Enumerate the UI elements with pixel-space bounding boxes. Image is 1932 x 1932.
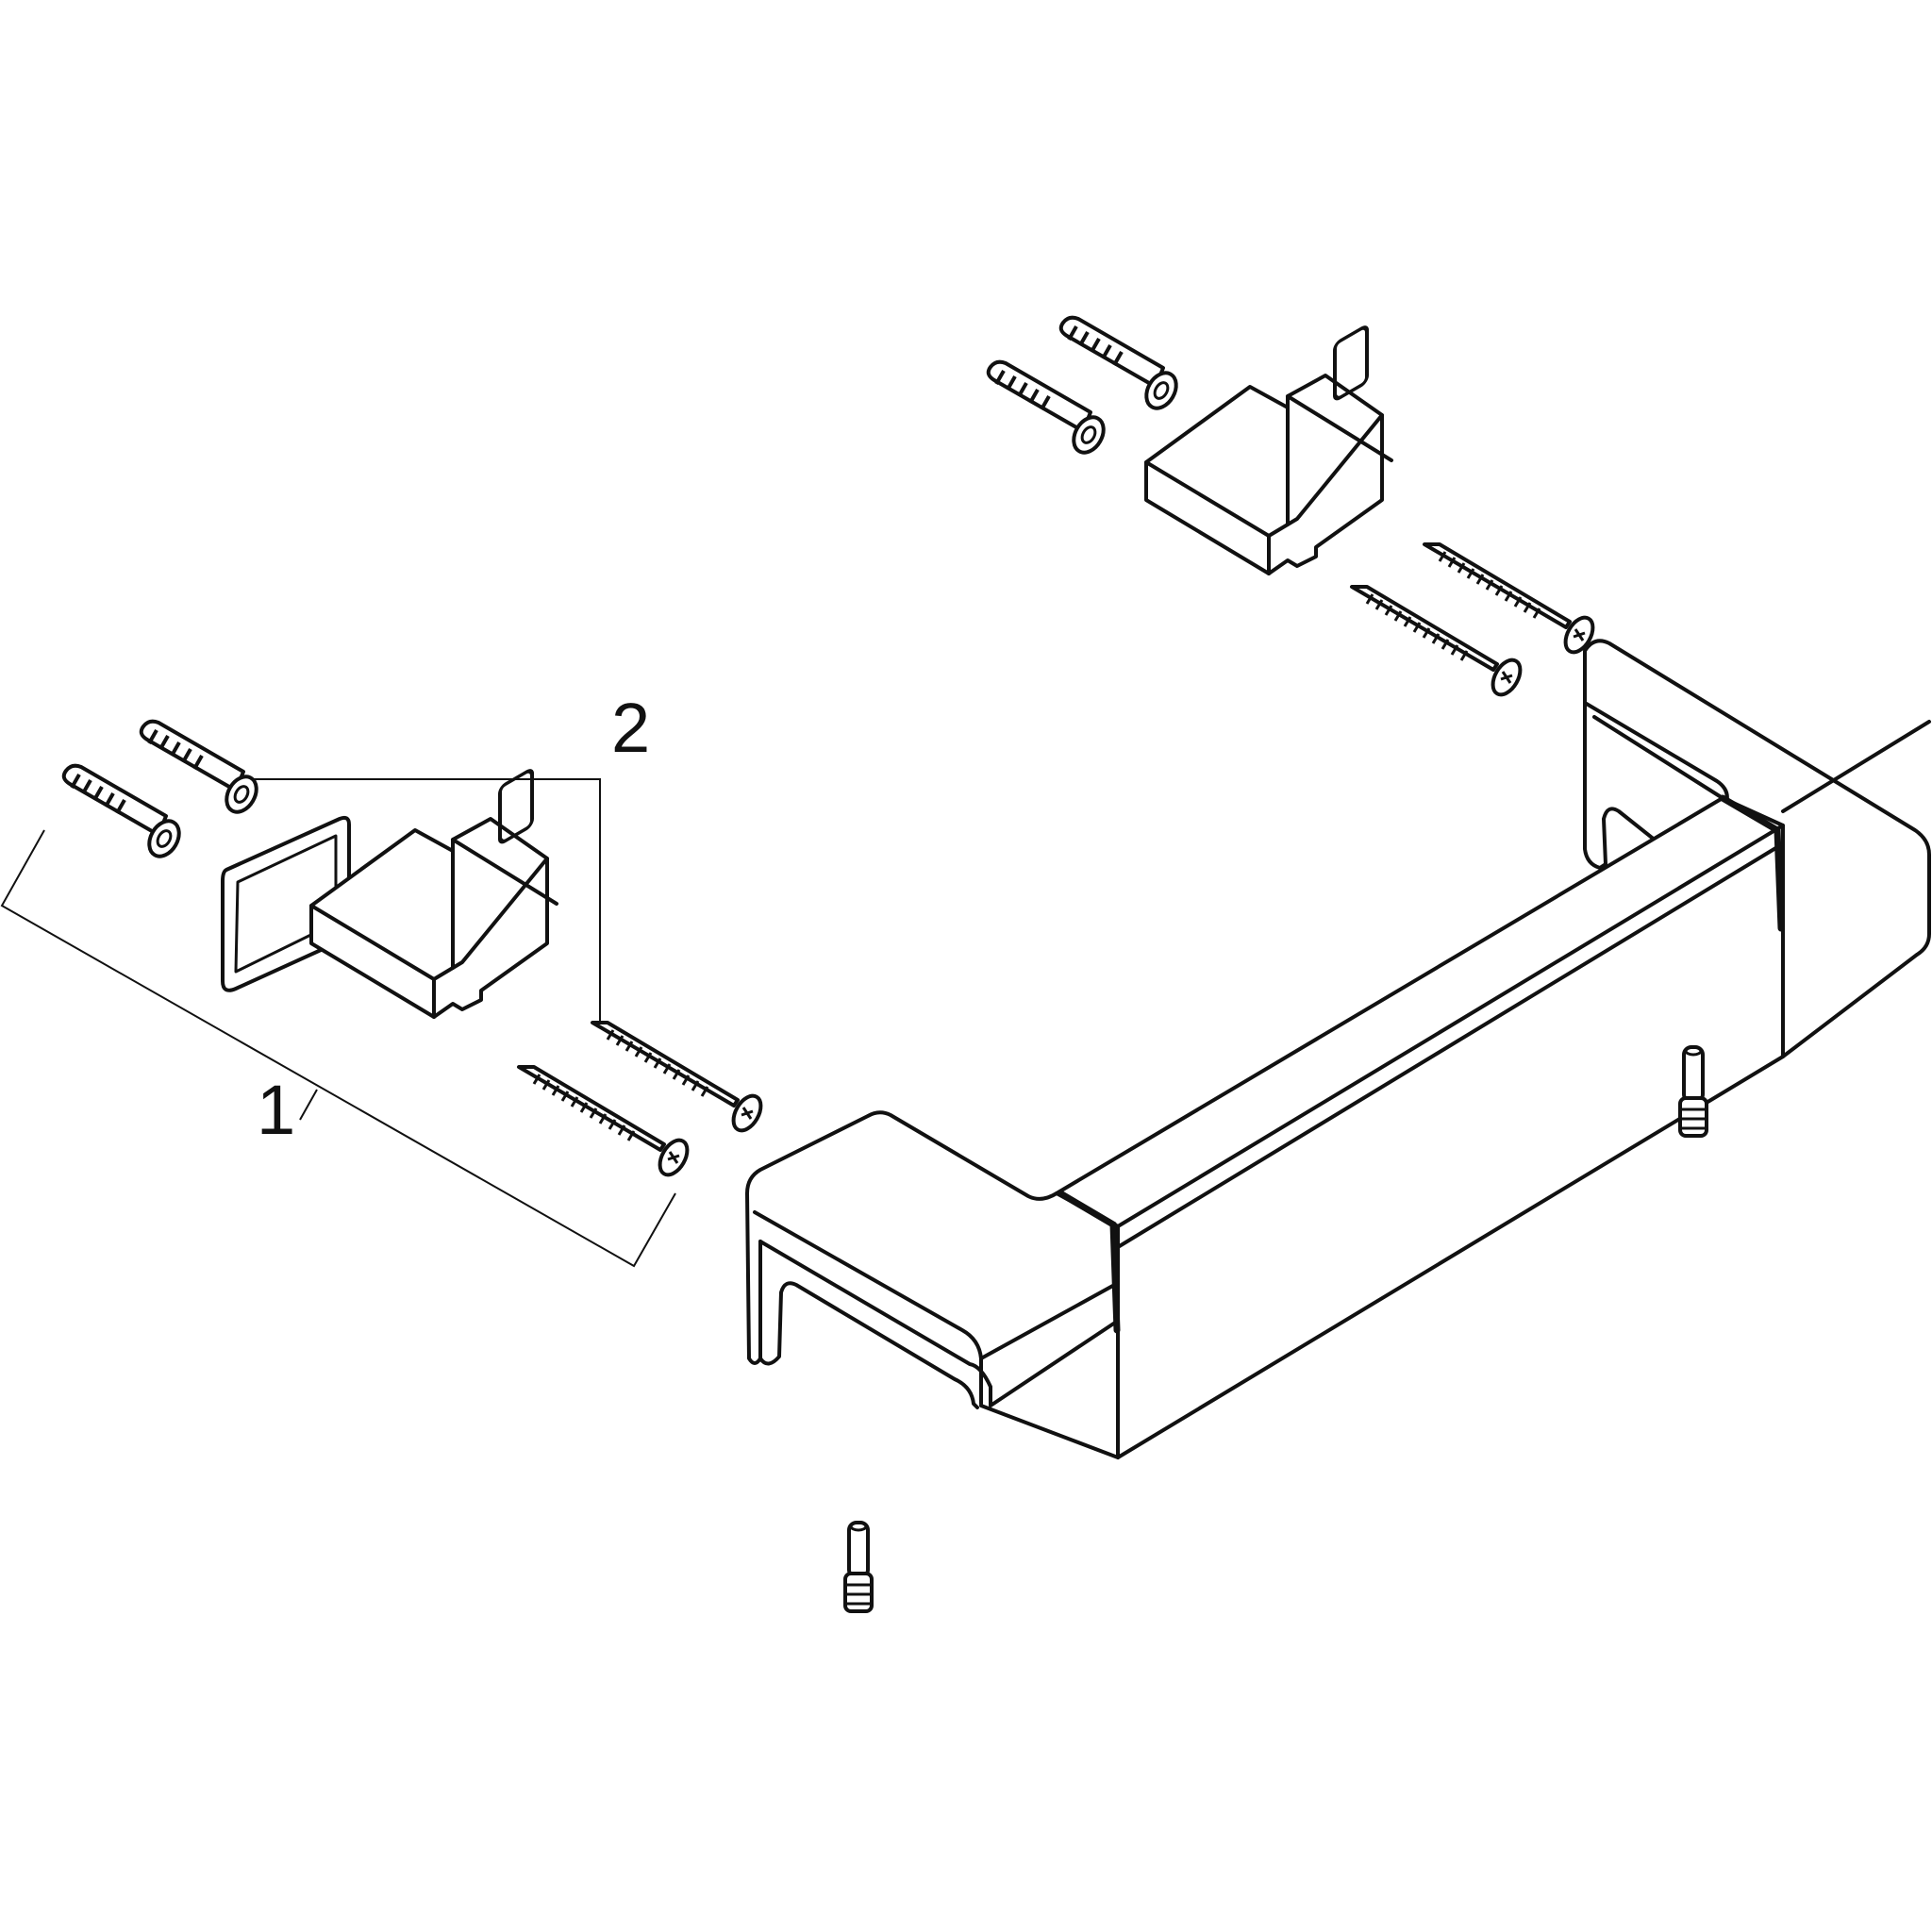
set-screw-bottom bbox=[843, 1521, 874, 1613]
callout-2-leader bbox=[228, 778, 601, 1028]
grab-bar bbox=[745, 639, 1931, 1459]
wall-bracket-right bbox=[1144, 323, 1393, 575]
wood-screw-left-2 bbox=[517, 1065, 695, 1182]
callout-2-label: 2 bbox=[611, 689, 651, 767]
callout-1-bracket bbox=[0, 829, 676, 1268]
set-screw-right bbox=[1678, 1045, 1708, 1138]
wall-plug-right-1 bbox=[1058, 315, 1185, 416]
wood-screw-right-2 bbox=[1350, 585, 1528, 702]
wall-plug-left-1 bbox=[139, 719, 265, 820]
wall-bracket-left bbox=[309, 766, 558, 1019]
wall-plug-right-2 bbox=[986, 359, 1112, 460]
callout-1-label: 1 bbox=[257, 1071, 296, 1149]
wall-plug-left-2 bbox=[61, 763, 188, 864]
